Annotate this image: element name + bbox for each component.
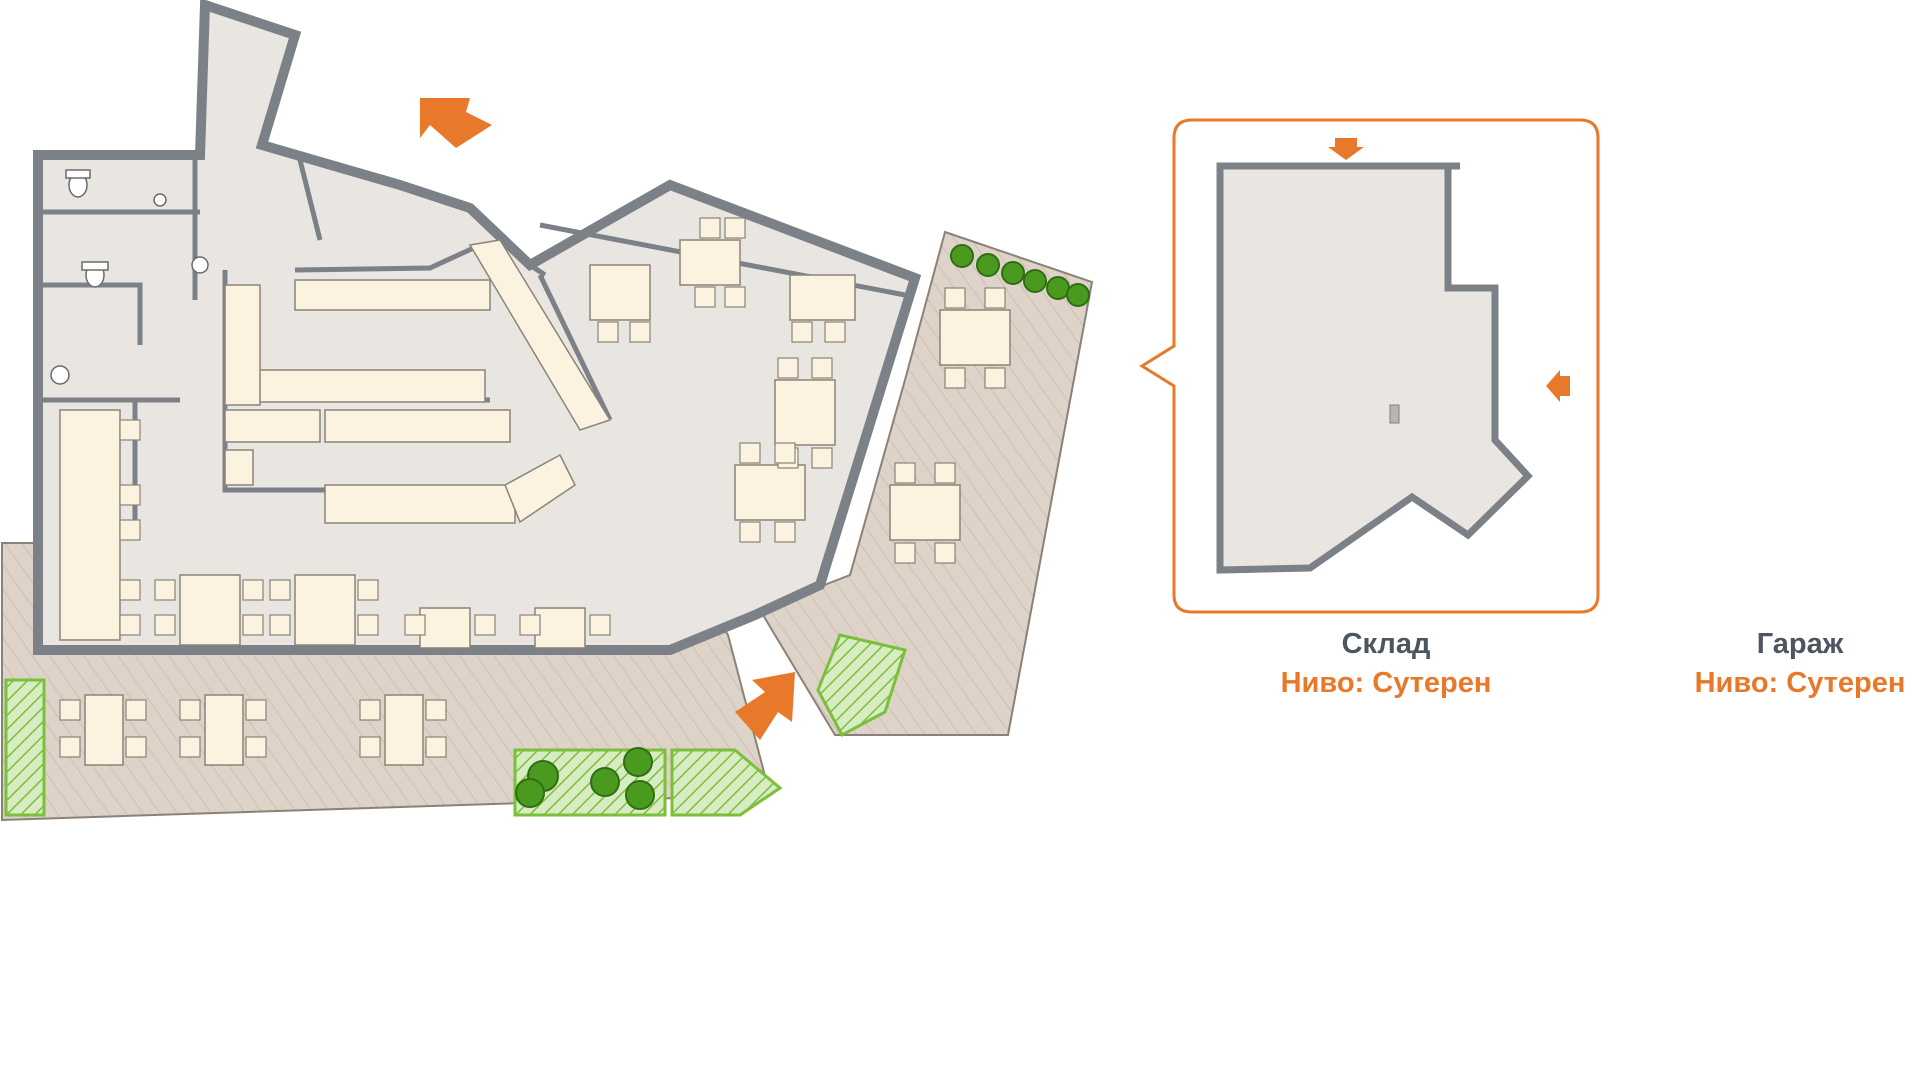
bathroom-fixtures [50, 169, 209, 385]
storage-room [1216, 162, 1533, 574]
restaurant-floor [33, 0, 922, 655]
storage-plan [1139, 118, 1600, 614]
terrace-tables [84, 309, 1011, 766]
storage-caption: Склад Ниво: Сутерен [1281, 628, 1492, 700]
tree-icon [625, 780, 655, 810]
garage-caption: Гараж Ниво: Сутерен [1695, 628, 1906, 700]
entrance-arrows [420, 98, 795, 740]
tree-icon [976, 253, 1000, 277]
storage-column [1389, 404, 1400, 424]
sink-icon [153, 193, 167, 207]
storage-callout-frame [1139, 118, 1600, 614]
dining-tables [59, 239, 856, 649]
storage-level: Ниво: Сутерен [1280, 667, 1492, 699]
tree-icon [1001, 261, 1025, 285]
entrance-arrow-icon [1546, 370, 1570, 402]
entrance-arrow-icon [420, 98, 492, 148]
trees [515, 244, 1090, 810]
tree-icon [1023, 269, 1047, 293]
sink-icon [191, 256, 209, 274]
entrance-arrow-icon [1328, 138, 1364, 160]
storage-title: Склад [1341, 628, 1431, 660]
tree-icon [515, 778, 545, 808]
tree-icon [1066, 283, 1090, 307]
tree-icon [950, 244, 974, 268]
garage-title: Гараж [1756, 628, 1844, 660]
kitchen-counters [224, 239, 612, 524]
sink-icon [50, 365, 70, 385]
main-floor-plan [1, 0, 1094, 822]
tree-icon [623, 747, 653, 777]
tree-icon [1046, 276, 1070, 300]
tree-icon [590, 767, 620, 797]
entrance-arrow-icon [735, 672, 795, 740]
garage-level: Ниво: Сутерен [1694, 667, 1906, 699]
